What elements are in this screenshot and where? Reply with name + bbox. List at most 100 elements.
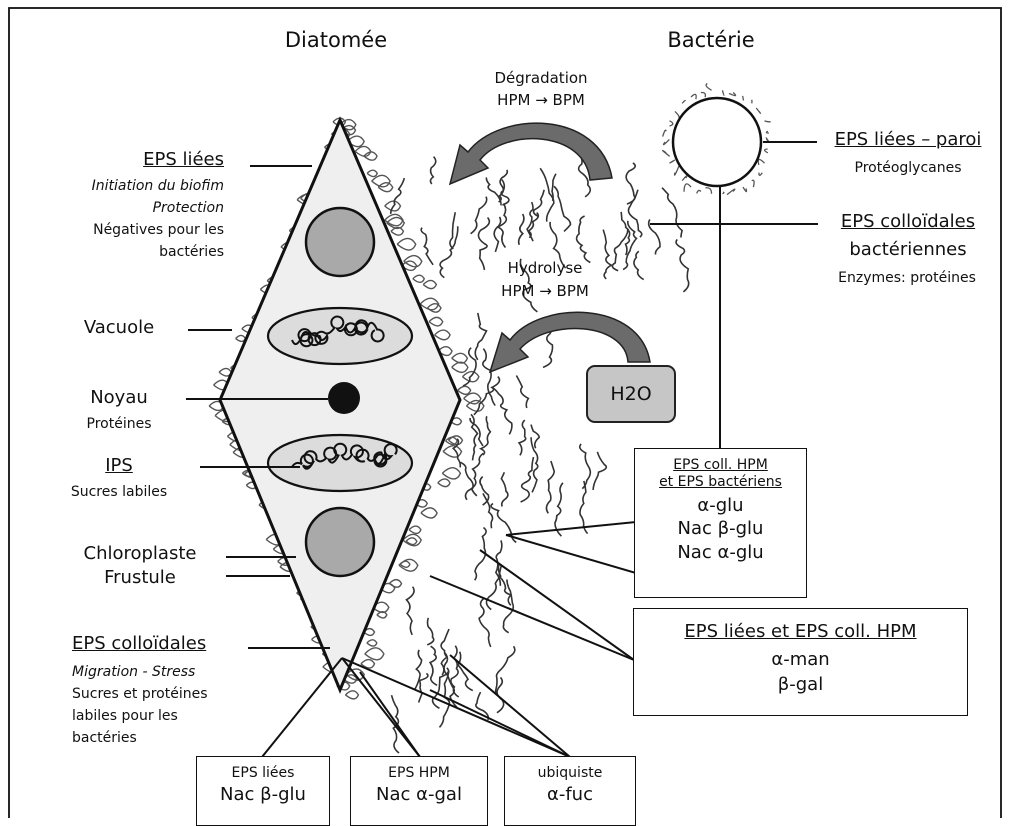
coat-loop xyxy=(421,508,437,518)
wall-fuzz xyxy=(756,108,760,113)
wall-fuzz xyxy=(765,149,768,153)
eps-colloidal-line4: bactéries xyxy=(72,730,137,746)
wall-fuzz xyxy=(663,151,670,157)
eps-strand xyxy=(493,388,512,435)
chloroplast-label: Chloroplaste xyxy=(60,544,220,565)
eps-strand xyxy=(621,212,629,255)
wall-fuzz xyxy=(727,189,735,195)
bacterium-cell xyxy=(673,98,761,186)
eps-strand xyxy=(427,618,434,645)
wall-fuzz xyxy=(669,121,672,126)
eps-strand xyxy=(580,444,591,489)
eps-colloidal-line3: labiles pour les xyxy=(72,708,178,724)
eps-strand xyxy=(483,349,495,406)
eps-strand xyxy=(430,646,437,685)
eps-strand xyxy=(662,188,682,238)
box-bottom-eps-hpm: EPS HPM Nac α-gal xyxy=(350,756,488,826)
hydrolysis-formula: HPM → BPM xyxy=(480,283,610,300)
ips-label: IPS xyxy=(60,456,178,477)
eps-colloidal-title: EPS colloïdales xyxy=(72,634,206,655)
coat-loop xyxy=(397,238,416,250)
coat-loop xyxy=(429,317,443,326)
eps-colloidal-line2: Sucres et protéines xyxy=(72,686,208,702)
coat-loop xyxy=(345,691,358,699)
eps-strand xyxy=(475,313,486,360)
eps-strand xyxy=(479,598,491,647)
eps-strand xyxy=(516,375,528,408)
box-coll-hpm-title2: et EPS bactériens xyxy=(635,474,806,491)
wall-fuzz xyxy=(722,192,723,194)
coat-loop xyxy=(442,468,460,479)
eps-strand xyxy=(430,157,435,184)
box-bottom1-title: EPS liées xyxy=(197,765,329,782)
coat-loop xyxy=(435,330,450,340)
eps-colloidal-line1: Migration - Stress xyxy=(72,664,195,680)
nucleus xyxy=(328,382,360,414)
eps-strand xyxy=(458,652,473,691)
eps-strand xyxy=(494,217,500,252)
eps-strand xyxy=(593,452,606,490)
eps-strand xyxy=(612,229,628,270)
eps-colloidal-bact-title: EPS colloïdales xyxy=(820,212,996,233)
wall-fuzz xyxy=(759,173,762,176)
eps-colloidal-bact-line1: bactériennes xyxy=(820,240,996,261)
diatom-heading: Diatomée xyxy=(262,28,410,52)
wall-fuzz xyxy=(669,160,674,163)
coat-loop xyxy=(458,386,471,394)
eps-strand xyxy=(577,216,591,263)
eps-strand xyxy=(421,228,433,265)
eps-colloidal-bact-line2: Enzymes: protéines xyxy=(814,270,1000,286)
eps-strand xyxy=(471,414,478,460)
degradation-label: Dégradation xyxy=(476,70,606,87)
eps-strand xyxy=(580,481,588,534)
eps-strand xyxy=(634,251,644,279)
box-bound-coll-title: EPS liées et EPS coll. HPM xyxy=(634,621,967,643)
eps-bound-line2: Protection xyxy=(30,200,224,216)
eps-bound-title: EPS liées xyxy=(40,150,224,171)
eps-strand xyxy=(519,214,524,245)
eps-strand xyxy=(391,178,405,214)
wall-fuzz xyxy=(663,139,669,144)
coat-loop xyxy=(365,648,384,660)
wall-fuzz xyxy=(722,90,724,95)
eps-strand xyxy=(406,587,414,635)
wall-fuzz xyxy=(682,101,685,104)
eps-strand xyxy=(463,348,476,386)
coat-loop xyxy=(236,335,246,341)
bacteria-heading: Bactérie xyxy=(646,28,776,52)
coat-loop xyxy=(452,362,468,372)
coat-loop xyxy=(367,640,377,646)
coat-loop xyxy=(409,526,421,533)
water-box: H2O xyxy=(586,365,676,423)
wall-fuzz xyxy=(758,159,764,165)
box-coll-hpm-item: Nac β-glu xyxy=(635,518,806,540)
box-eps-bound-coll-hpm: EPS liées et EPS coll. HPM α-man β-gal xyxy=(633,608,968,716)
wall-fuzz xyxy=(675,111,679,118)
eps-wall-sub: Protéoglycanes xyxy=(820,160,996,176)
wall-fuzz xyxy=(766,131,768,133)
eps-wall-title: EPS liées – paroi xyxy=(820,130,996,151)
chloroplast-top xyxy=(306,208,374,276)
box-bottom-ubiquitous: ubiquiste α-fuc xyxy=(504,756,636,826)
eps-strand xyxy=(533,190,544,217)
wall-fuzz xyxy=(675,166,680,175)
box-bottom3-title: ubiquiste xyxy=(505,765,635,782)
wall-fuzz xyxy=(682,176,687,181)
eps-strand xyxy=(628,190,641,237)
box-bound-coll-item: β-gal xyxy=(634,674,967,696)
coat-loop xyxy=(413,275,424,282)
eps-strand xyxy=(481,416,491,455)
coat-loop xyxy=(355,146,371,156)
eps-strand xyxy=(521,457,534,502)
wall-fuzz xyxy=(729,93,736,96)
eps-strand xyxy=(501,472,508,506)
wall-fuzz xyxy=(752,180,754,187)
eps-strand xyxy=(676,239,689,291)
coat-loop xyxy=(452,353,468,363)
box-bottom2-title: EPS HPM xyxy=(351,765,487,782)
box-bottom3-item: α-fuc xyxy=(505,784,635,806)
eps-bound-line4: bactéries xyxy=(30,244,224,260)
frustule-label: Frustule xyxy=(60,568,220,589)
hydrolysis-arrow xyxy=(490,312,650,372)
chloroplast-bottom xyxy=(306,508,374,576)
